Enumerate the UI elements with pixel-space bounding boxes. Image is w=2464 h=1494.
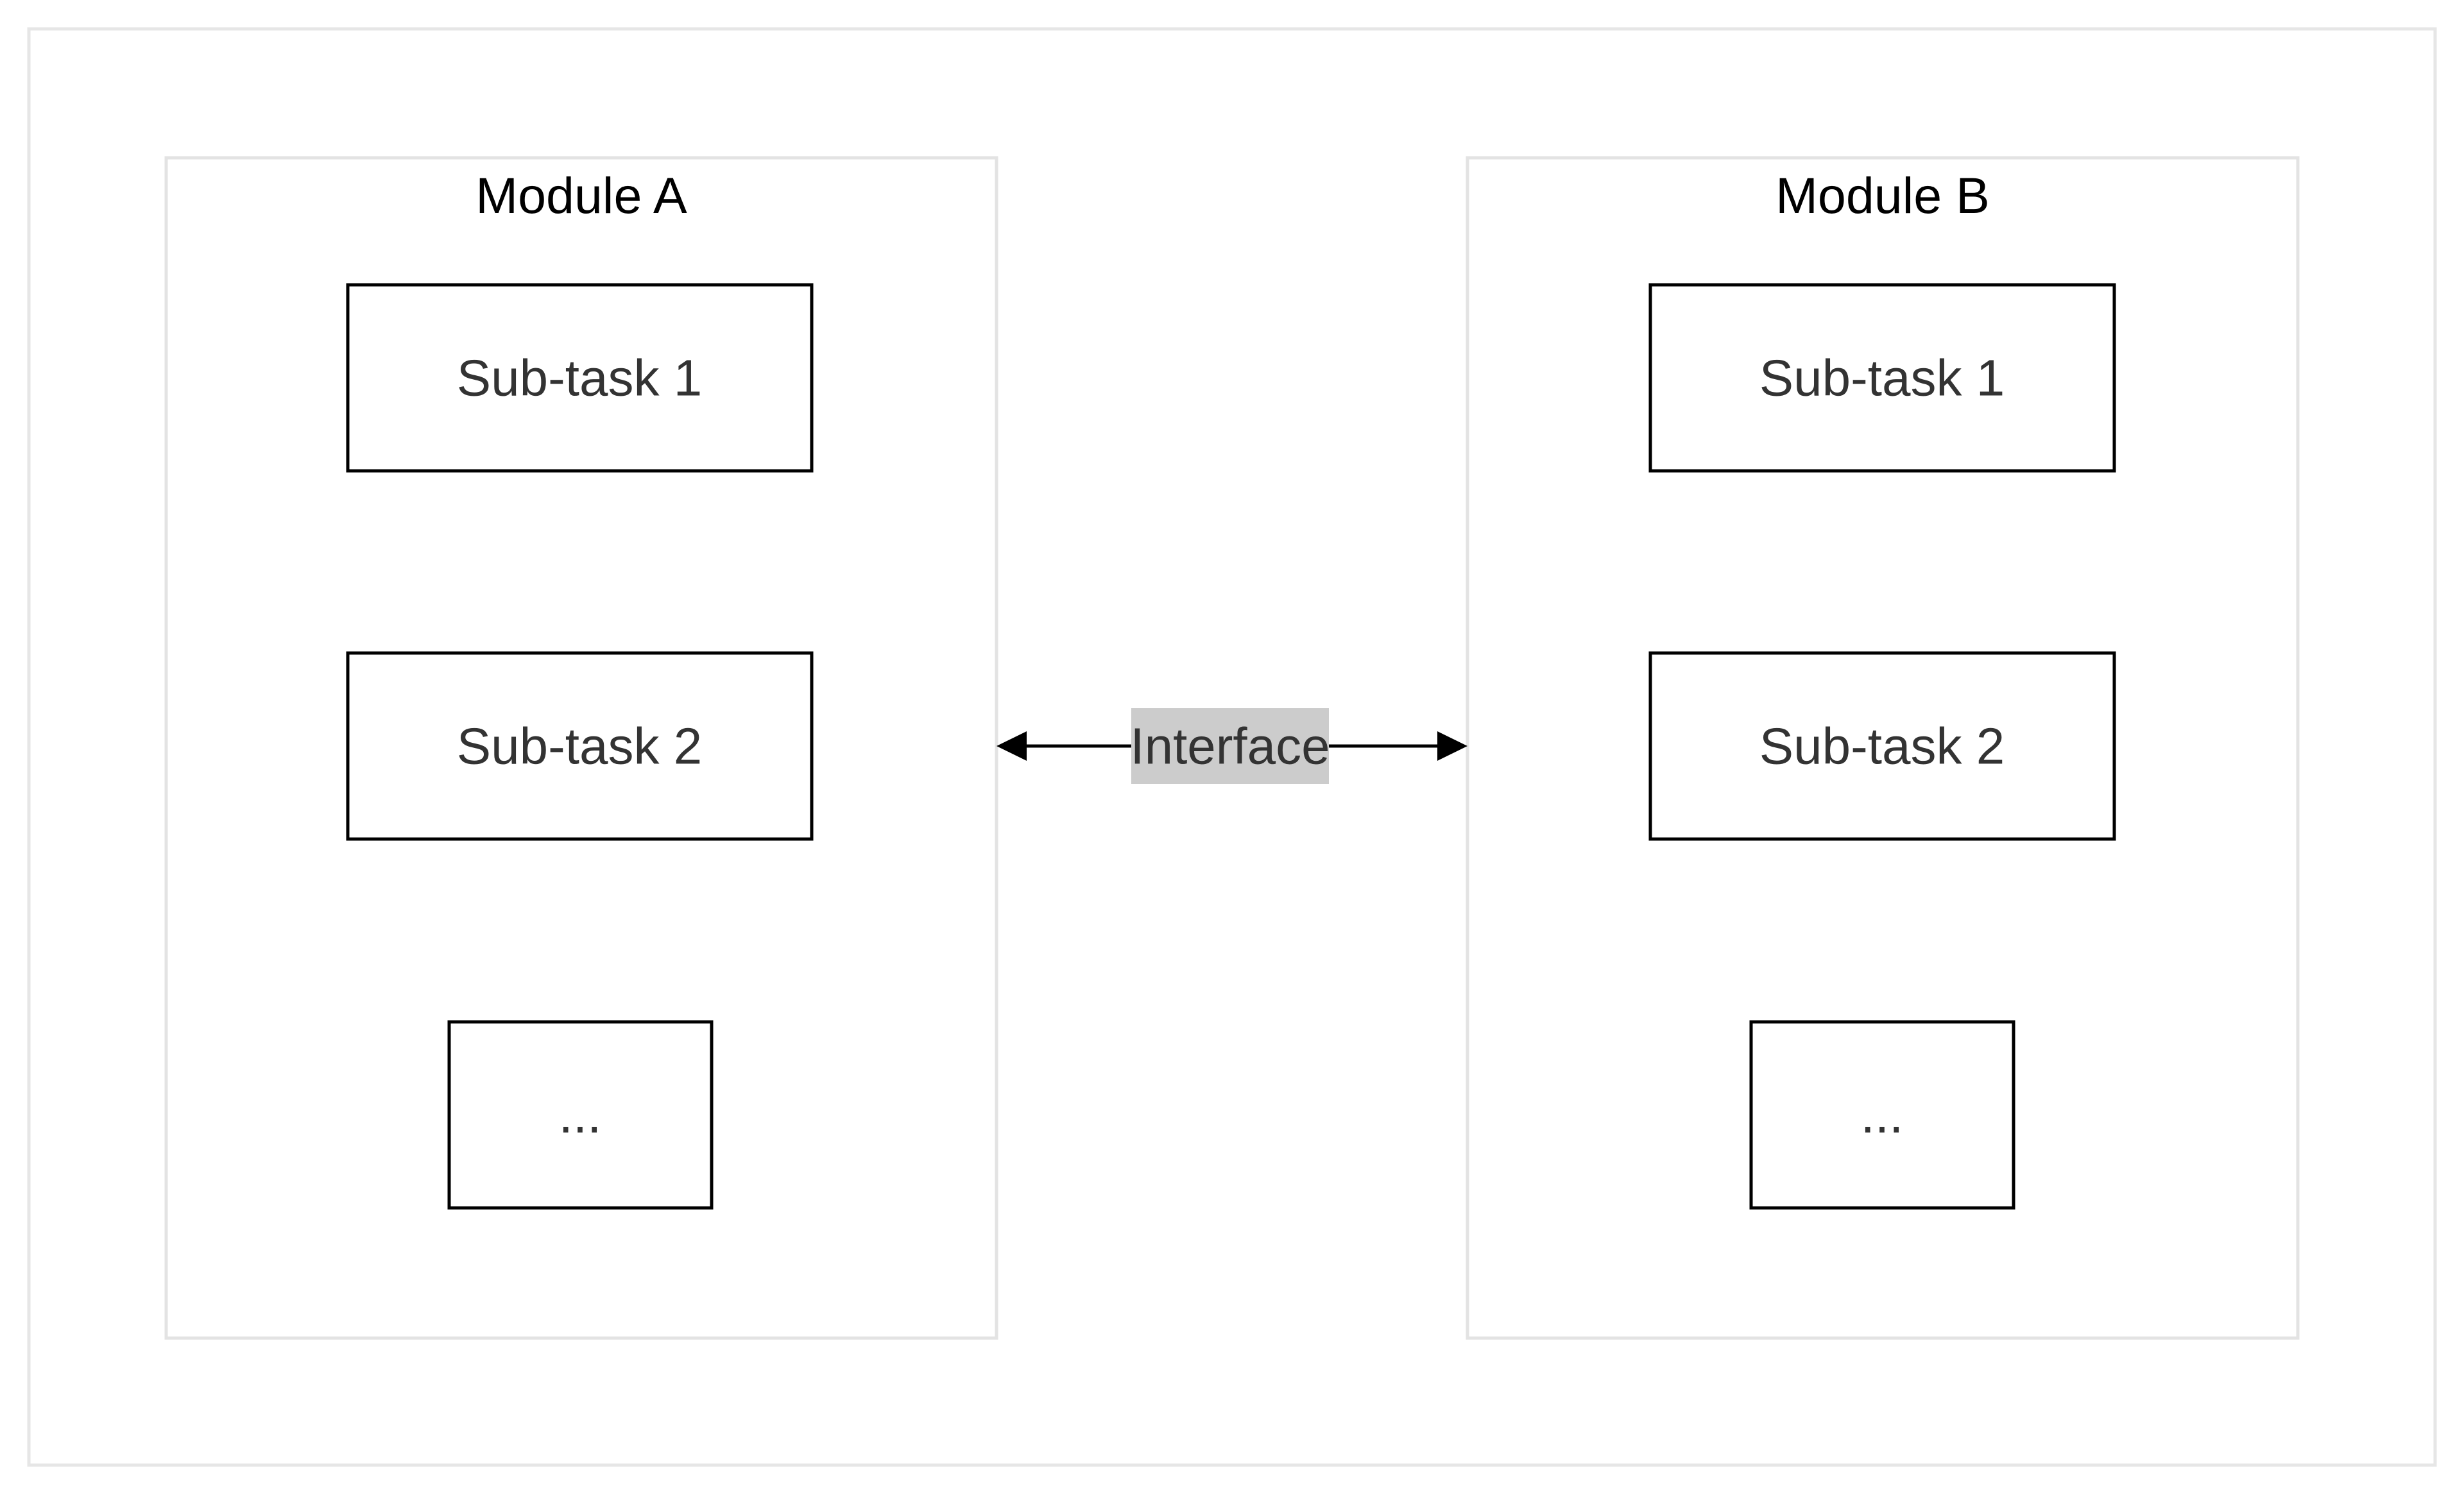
module-b-subtask-more-box bbox=[1749, 1020, 2015, 1210]
module-a-subtask-1-label: Sub-task 1 bbox=[457, 350, 702, 407]
module-a-subtask-1-box bbox=[346, 283, 814, 473]
module-a-subtask-1: Sub-task 1 bbox=[346, 283, 814, 473]
arrowhead-right-icon bbox=[1437, 731, 1467, 761]
module-a-title: Module A bbox=[475, 167, 687, 224]
module-b-subtask-1-label: Sub-task 1 bbox=[1759, 350, 2005, 407]
module-b-subtask-2: Sub-task 2 bbox=[1648, 651, 2116, 841]
module-b: Module B Sub-task 1 Sub-task 2 ... bbox=[1466, 156, 2300, 1340]
arrowhead-left-icon bbox=[997, 731, 1027, 761]
module-b-subtask-2-label: Sub-task 2 bbox=[1759, 718, 2005, 775]
module-a-subtask-more: ... bbox=[447, 1020, 714, 1210]
module-b-subtask-more: ... bbox=[1749, 1020, 2015, 1210]
module-b-subtask-2-box bbox=[1648, 651, 2116, 841]
module-a-subtask-more-box bbox=[447, 1020, 714, 1210]
module-a-subtask-2: Sub-task 2 bbox=[346, 651, 814, 841]
module-a-subtask-more-label: ... bbox=[559, 1087, 602, 1144]
module-a-subtask-2-label: Sub-task 2 bbox=[457, 718, 702, 775]
interface-connector: Interface bbox=[997, 708, 1467, 784]
module-a: Module A Sub-task 1 Sub-task 2 ... bbox=[164, 156, 998, 1340]
module-b-subtask-more-label: ... bbox=[1861, 1087, 1904, 1144]
module-b-title: Module B bbox=[1775, 167, 1990, 224]
interface-label-background bbox=[1131, 708, 1329, 784]
module-a-subtask-2-box bbox=[346, 651, 814, 841]
interface-label: Interface bbox=[1130, 718, 1330, 775]
module-b-subtask-1: Sub-task 1 bbox=[1648, 283, 2116, 473]
module-b-subtask-1-box bbox=[1648, 283, 2116, 473]
